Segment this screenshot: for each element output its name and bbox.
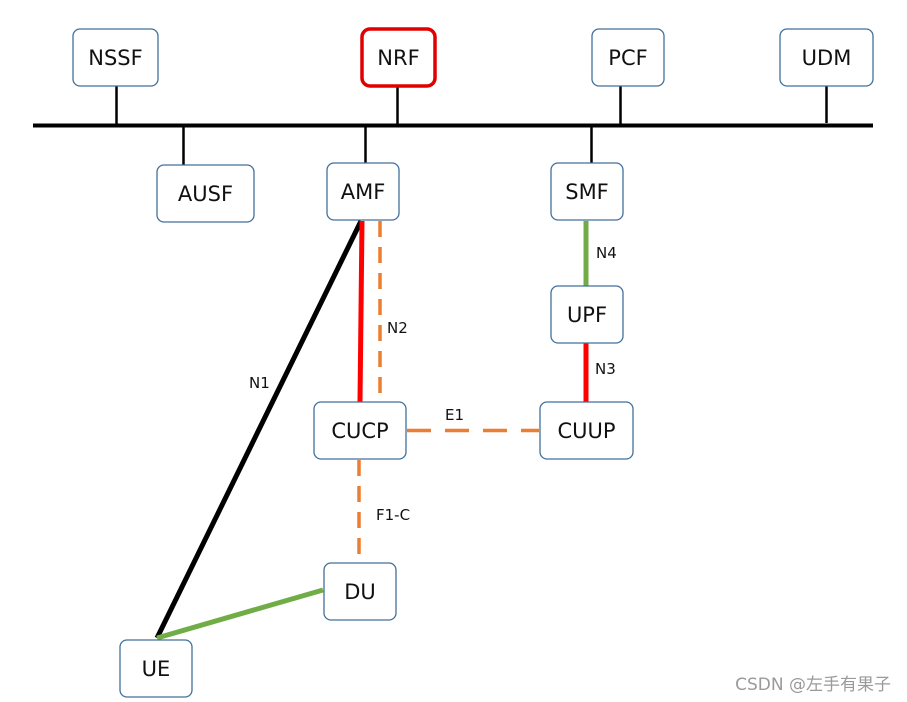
node-cucp-label: CUCP — [331, 419, 388, 443]
node-ue[interactable]: UE — [119, 639, 193, 698]
node-cuup[interactable]: CUUP — [539, 401, 634, 460]
node-nssf[interactable]: NSSF — [72, 28, 159, 87]
node-amf[interactable]: AMF — [326, 162, 400, 221]
label-e1: E1 — [445, 406, 464, 424]
node-amf-label: AMF — [341, 180, 386, 204]
node-pcf-label: PCF — [608, 46, 647, 70]
node-upf-label: UPF — [567, 303, 607, 327]
node-ausf[interactable]: AUSF — [156, 164, 255, 223]
node-nrf[interactable]: NRF — [360, 27, 437, 88]
node-pcf[interactable]: PCF — [591, 28, 665, 87]
link-ue-du — [156, 587, 324, 641]
node-nssf-label: NSSF — [88, 46, 142, 70]
watermark-text: CSDN @左手有果子 — [735, 675, 891, 695]
node-upf[interactable]: UPF — [550, 285, 624, 344]
node-cucp[interactable]: CUCP — [313, 401, 407, 460]
link-n2-control-amf-cucp — [357, 220, 365, 403]
node-nrf-label: NRF — [377, 46, 419, 70]
link-n1-ue-amf — [154, 219, 364, 640]
label-n4: N4 — [596, 244, 617, 262]
node-udm-label: UDM — [802, 46, 852, 70]
node-ausf-label: AUSF — [178, 182, 233, 206]
node-smf[interactable]: SMF — [550, 162, 624, 221]
node-ue-label: UE — [142, 657, 171, 681]
label-f1c: F1-C — [376, 506, 410, 524]
node-cuup-label: CUUP — [557, 419, 615, 443]
node-smf-label: SMF — [565, 180, 609, 204]
label-n1: N1 — [249, 374, 270, 392]
node-udm[interactable]: UDM — [779, 28, 874, 87]
node-du[interactable]: DU — [323, 562, 397, 621]
label-n2: N2 — [387, 319, 408, 337]
label-n3: N3 — [595, 360, 616, 378]
node-du-label: DU — [344, 580, 376, 604]
